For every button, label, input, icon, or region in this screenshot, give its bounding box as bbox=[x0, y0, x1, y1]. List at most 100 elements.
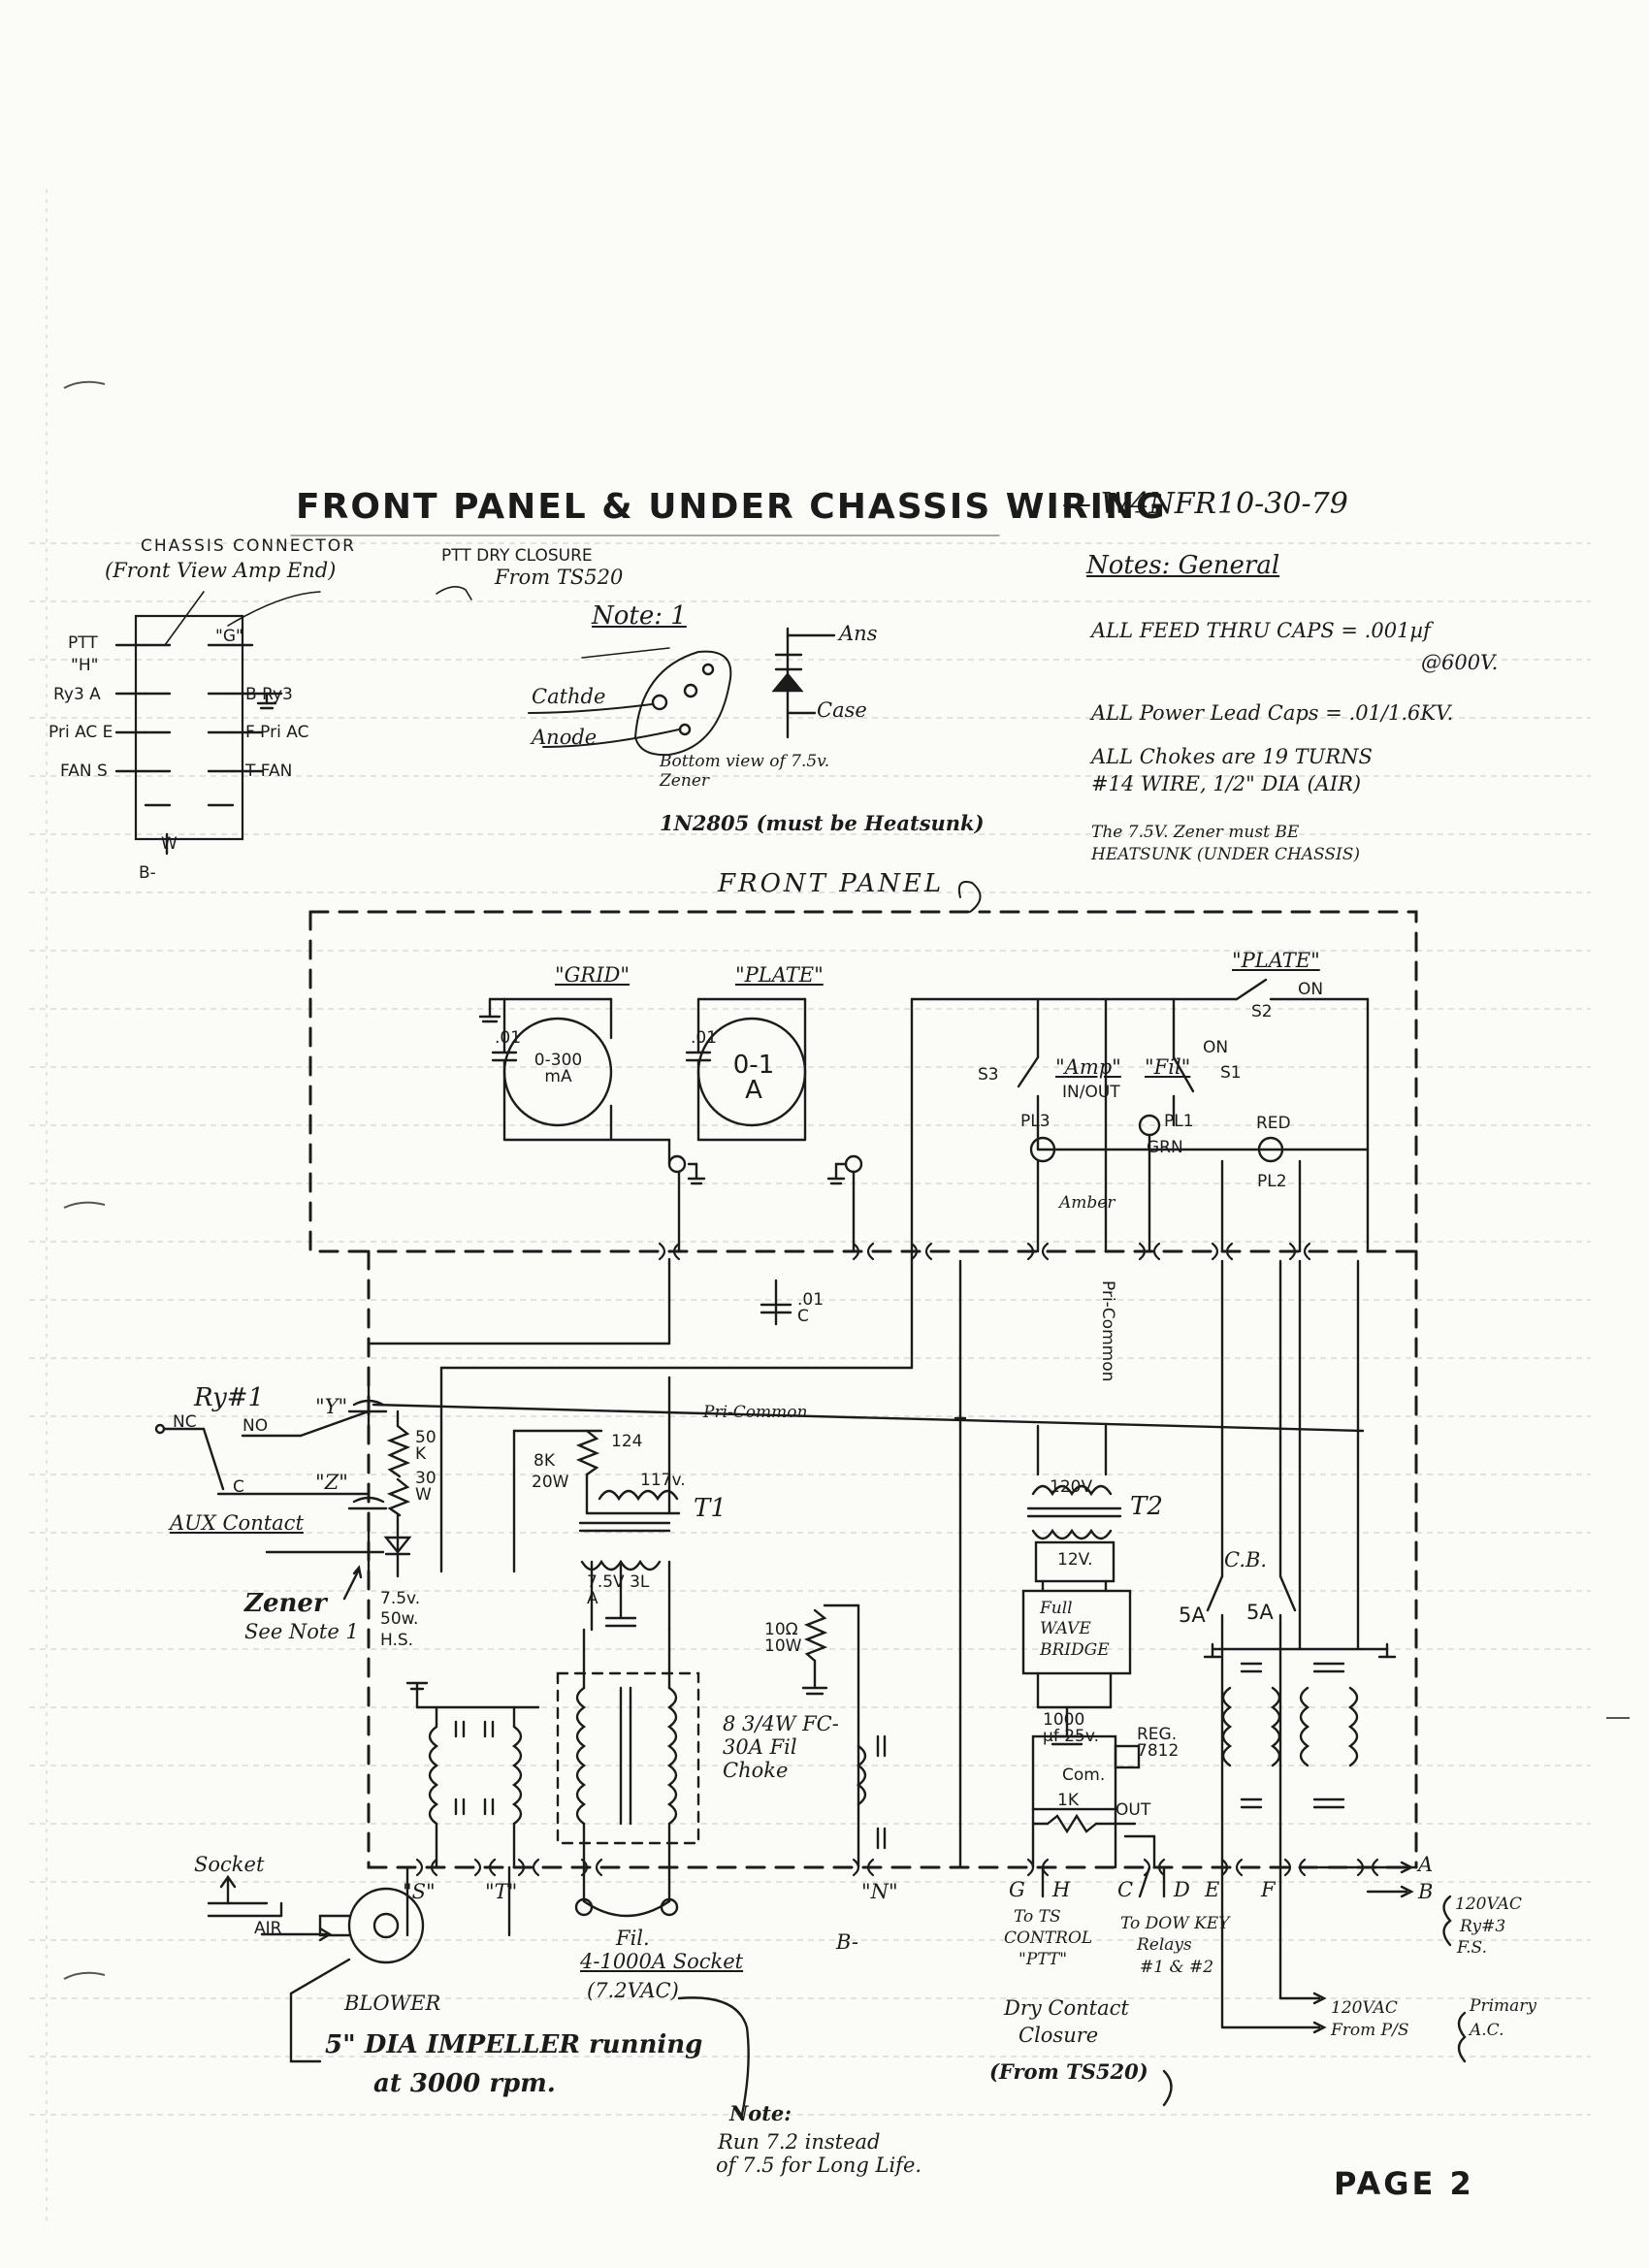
zener-cathode-label: Cathde bbox=[532, 685, 606, 708]
coupling-cap-label: .01 C bbox=[797, 1290, 824, 1326]
zener-see-note-label: See Note 1 bbox=[244, 1620, 359, 1643]
connector-e-label: E bbox=[1205, 1878, 1220, 1901]
connector-d-label: D bbox=[1174, 1878, 1190, 1901]
filament-socket-line2: 4-1000A Socket bbox=[580, 1950, 744, 1973]
socket-label: Socket bbox=[194, 1853, 265, 1876]
ry3-supply-line3: F.S. bbox=[1457, 1938, 1487, 1958]
page-number-label: PAGE 2 bbox=[1334, 2165, 1474, 2202]
connector-pin-ptt: PTT bbox=[68, 633, 98, 653]
ptt-closure-note-line1: PTT DRY CLOSURE bbox=[441, 546, 593, 566]
amp-switch-inout: IN/OUT bbox=[1062, 1083, 1120, 1102]
general-note-feedthru: ALL FEED THRU CAPS = .001µf bbox=[1091, 619, 1431, 642]
to-ts-control-line3: "PTT" bbox=[1018, 1950, 1068, 1969]
connector-pin-w: W bbox=[161, 834, 178, 854]
resistor-1k-label: 1K bbox=[1057, 1791, 1079, 1810]
connector-g-label: G bbox=[1009, 1878, 1025, 1901]
regulator-out-label: OUT bbox=[1116, 1800, 1151, 1820]
transformer-t2-label: T2 bbox=[1130, 1492, 1163, 1521]
front-panel-label: FRONT PANEL bbox=[718, 869, 945, 898]
b-minus-label: B- bbox=[836, 1930, 858, 1954]
transformer-t1-label: T1 bbox=[694, 1494, 727, 1523]
circuit-breaker-label: C.B. bbox=[1224, 1548, 1268, 1571]
page-date: 10-30-79 bbox=[1217, 487, 1348, 521]
connector-pin-t-fan: T FAN bbox=[245, 761, 293, 781]
ry3-supply-line2: Ry#3 bbox=[1460, 1917, 1506, 1936]
connector-pin-pri-ac-e: Pri AC E bbox=[48, 723, 113, 742]
connector-a-label: A bbox=[1418, 1853, 1434, 1876]
filament-socket-line1: Fil. bbox=[616, 1927, 650, 1950]
zener-symbol-anode-label: Ans bbox=[839, 622, 878, 645]
switch-s1-on-label: ON bbox=[1203, 1038, 1229, 1057]
zener-bottom-view-sketch bbox=[528, 647, 732, 757]
general-notes-heading: Notes: General bbox=[1086, 551, 1280, 580]
relay-ry1-nc: NC bbox=[173, 1412, 197, 1432]
air-flow-label: AIR bbox=[254, 1919, 282, 1938]
resistor-50k-label: 50 K bbox=[415, 1428, 436, 1464]
ry3-supply-line1: 120VAC bbox=[1455, 1895, 1522, 1914]
connector-n-label: "N" bbox=[861, 1880, 898, 1903]
relay-ry1-no: NO bbox=[242, 1416, 269, 1436]
transformer-t2-symbol bbox=[1021, 1424, 1156, 1869]
primary-ac-line4: A.C. bbox=[1470, 2021, 1504, 2040]
t1-tap-124: 124 bbox=[611, 1432, 643, 1451]
to-ts-control-line2: CONTROL bbox=[1004, 1928, 1093, 1948]
general-note-chokes: ALL Chokes are 19 TURNS bbox=[1091, 745, 1373, 768]
dry-contact-line1: Dry Contact bbox=[1004, 1996, 1129, 2020]
filament-socket-pointer bbox=[677, 1895, 1467, 2117]
dry-contact-line2: Closure bbox=[1018, 2024, 1099, 2047]
connector-z-label: "Z" bbox=[315, 1471, 348, 1494]
connector-pin-b-ry3: B Ry3 bbox=[245, 685, 293, 704]
lamp-pl2-label: PL2 bbox=[1257, 1172, 1287, 1191]
breaker-and-right-chokes-symbol bbox=[1203, 1259, 1418, 2034]
full-wave-bridge-label: Full WAVE BRIDGE bbox=[1040, 1599, 1110, 1660]
relay-ry1-c: C bbox=[233, 1477, 244, 1497]
zener-symbol-case-label: Case bbox=[817, 698, 867, 722]
grid-meter-cap-label: .01 bbox=[495, 1028, 522, 1048]
filament-choke-label: 8 3/4W FC-30A Fil Choke bbox=[723, 1712, 839, 1783]
lamp-pl1-label: PL1 bbox=[1164, 1112, 1194, 1131]
page-author: — W4NFR bbox=[1062, 487, 1217, 521]
resistor-30w-label: 30 W bbox=[415, 1469, 436, 1505]
switch-lamp-network bbox=[910, 978, 1370, 1370]
regulator-com-label: Com. bbox=[1062, 1766, 1106, 1785]
t2-secondary-label: 12V. bbox=[1057, 1550, 1093, 1570]
resistor-10ohm-label: 10Ω 10W bbox=[764, 1620, 802, 1656]
blower-label: BLOWER bbox=[344, 1992, 441, 2015]
resistor-10ohm-symbol bbox=[801, 1604, 860, 1869]
zener-anode-label: Anode bbox=[532, 726, 598, 749]
impeller-spec-line1: 5" DIA IMPELLER running bbox=[325, 2030, 703, 2059]
relay-ry1-label: Ry#1 bbox=[194, 1383, 265, 1412]
t1-tap-117: 117v. bbox=[640, 1471, 686, 1490]
fil-switch-label: "Fil" bbox=[1145, 1055, 1191, 1079]
dry-contact-line3: (From TS520) bbox=[989, 2059, 1148, 2084]
amp-switch-label: "Amp" bbox=[1055, 1055, 1121, 1079]
resistor-8k-label: 8K bbox=[534, 1451, 555, 1471]
primary-ac-line1: 120VAC bbox=[1331, 1998, 1398, 2018]
zener-note-heading: Note: 1 bbox=[592, 601, 687, 631]
footer-note-heading: Note: bbox=[729, 2101, 792, 2125]
connector-f-label: F bbox=[1261, 1878, 1276, 1901]
resistor-20w-label: 20W bbox=[532, 1473, 569, 1492]
general-note-zener-heatsink: The 7.5V. Zener must BE bbox=[1091, 823, 1300, 842]
connector-t-label: "T" bbox=[485, 1880, 518, 1903]
plate-meter-symbol bbox=[667, 997, 863, 1253]
under-chassis-wiring bbox=[367, 1257, 1365, 1869]
general-note-feedthru-voltage: @600V. bbox=[1421, 651, 1499, 674]
impeller-spec-line2: at 3000 rpm. bbox=[373, 2069, 556, 2098]
relay-ry1-symbol bbox=[154, 1399, 412, 1601]
zener-part-number: 1N2805 (must be Heatsunk) bbox=[660, 811, 985, 835]
general-note-choke-wire: #14 WIRE, 1/2" DIA (AIR) bbox=[1091, 772, 1362, 795]
connector-s-label: "S" bbox=[403, 1880, 436, 1903]
connector-c-label: C bbox=[1117, 1878, 1134, 1901]
lamp-pl1-color: GRN bbox=[1147, 1138, 1183, 1157]
n-line-choke-symbol bbox=[856, 1734, 887, 1850]
aux-contact-label: AUX Contact bbox=[170, 1511, 304, 1535]
filter-cap-label: 1000 µf 25v. bbox=[1043, 1710, 1099, 1746]
connector-pin-fan-s: FAN S bbox=[60, 761, 108, 781]
footer-note-line2: of 7.5 for Long Life. bbox=[716, 2154, 922, 2177]
lamp-pl3-color: Amber bbox=[1059, 1193, 1116, 1213]
lamp-pl2-color: RED bbox=[1256, 1114, 1291, 1133]
zener-symbol bbox=[771, 627, 836, 739]
plate-switch-label: "PLATE" bbox=[1232, 949, 1320, 972]
to-ts-control-line1: To TS bbox=[1014, 1907, 1061, 1927]
